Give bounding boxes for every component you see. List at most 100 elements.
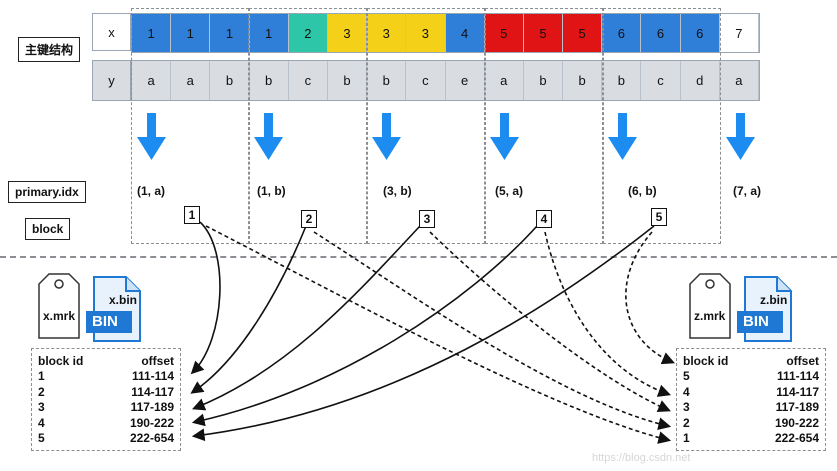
x-key-cell: 1 (132, 14, 172, 52)
offset-cell: 222-654 (129, 431, 174, 446)
primary-idx-label: primary.idx (8, 181, 86, 203)
x-key-cell: 1 (249, 14, 289, 52)
table-row: 3 117-189 (38, 400, 174, 416)
offset-cell: 117-189 (775, 400, 819, 415)
y-key-cell: b (563, 61, 603, 100)
block-id-cell: 3 (38, 400, 45, 415)
x-key-cell: 4 (445, 14, 485, 52)
x-bin-badge: BIN (92, 313, 118, 330)
x-key-cell: 3 (327, 14, 368, 52)
block-id-cell: 4 (683, 384, 690, 399)
mark-6: (7, a) (733, 184, 762, 198)
y-key-cell: b (602, 61, 642, 100)
col-header-offset: offset (141, 353, 174, 368)
block-id-cell: 1 (38, 369, 45, 384)
block-box-4: 4 (536, 210, 552, 228)
y-key-cell: b (210, 61, 250, 100)
y-header-cell: y (92, 60, 131, 101)
group-box-5 (603, 8, 721, 244)
x-key-cell: 5 (523, 14, 564, 52)
mark-2: (1, b) (257, 184, 286, 198)
y-key-cell: a (132, 61, 172, 100)
group-box-4 (485, 8, 603, 244)
down-arrow-icon (372, 113, 401, 160)
table-row: 3 117-189 (683, 400, 819, 416)
col-header-block-id: block id (683, 353, 729, 368)
tag-icon (689, 273, 731, 339)
block-id-cell: 5 (683, 369, 690, 384)
mark-5: (6, b) (628, 184, 657, 198)
x-key-cell: 3 (406, 14, 446, 52)
block-id-cell: 3 (683, 400, 690, 415)
table-header-row: block id offset (38, 353, 174, 369)
table-row: 4 190-222 (38, 415, 174, 431)
block-box-1: 1 (184, 206, 200, 224)
x-key-cell: 6 (641, 14, 681, 52)
block-id-cell: 2 (683, 415, 690, 430)
table-header-row: block id offset (683, 353, 819, 369)
y-key-cell: a (484, 61, 524, 100)
table-row: 2 190-222 (683, 415, 819, 431)
y-key-cell: c (288, 61, 328, 100)
block-id-cell: 5 (38, 431, 45, 446)
y-key-cell: c (406, 61, 446, 100)
x-key-cell: 3 (367, 14, 407, 52)
x-key-cell: 6 (680, 14, 720, 52)
down-arrow-icon (726, 113, 755, 160)
block-id-cell: 1 (683, 431, 690, 446)
y-key-cell: a (719, 61, 759, 100)
primary-key-label: 主键结构 (18, 37, 81, 62)
col-header-offset: offset (786, 353, 819, 368)
x-key-cell: 5 (563, 14, 603, 52)
x-key-cell: 6 (602, 14, 642, 52)
block-id-cell: 4 (38, 415, 45, 430)
x-key-cell: 2 (288, 14, 328, 52)
x-header-cell: x (92, 13, 131, 51)
watermark: https://blog.csdn.net (592, 452, 691, 464)
x-key-cell: 5 (484, 14, 524, 52)
block-label: block (25, 218, 71, 240)
group-box-3 (367, 8, 485, 244)
y-key-cell: b (367, 61, 407, 100)
y-key-cell: b (327, 61, 368, 100)
mark-4: (5, a) (495, 184, 524, 198)
offset-cell: 117-189 (130, 400, 174, 415)
tag-icon (38, 273, 80, 339)
y-key-cell: b (523, 61, 564, 100)
x-mrk-label: x.mrk (43, 309, 76, 323)
down-arrow-icon (490, 113, 519, 160)
x-header-text: x (108, 24, 115, 40)
table-row: 5 222-654 (38, 431, 174, 447)
table-row: 1 111-114 (38, 369, 174, 385)
group-box-2 (249, 8, 367, 244)
offset-cell: 190-222 (774, 415, 819, 430)
mark-3: (3, b) (383, 184, 412, 198)
y-key-cell: b (249, 61, 289, 100)
mark-1: (1, a) (137, 184, 166, 198)
z-bin-badge: BIN (743, 313, 769, 330)
y-key-cell: a (171, 61, 211, 100)
down-arrow-icon (254, 113, 283, 160)
offset-cell: 190-222 (129, 415, 174, 430)
bin-file-icon (86, 276, 141, 342)
bin-file-icon (737, 276, 792, 342)
down-arrows (137, 113, 755, 160)
down-arrow-icon (608, 113, 637, 160)
group-box-1 (131, 8, 249, 244)
x-key-cell: 1 (171, 14, 211, 52)
x-key-cell: 7 (719, 14, 759, 52)
block-box-2: 2 (301, 210, 317, 228)
block-box-3: 3 (419, 210, 435, 228)
offset-cell: 114-117 (131, 384, 174, 399)
offset-cell: 111-114 (131, 369, 174, 384)
y-key-cell: d (680, 61, 720, 100)
down-arrow-icon (137, 113, 166, 160)
